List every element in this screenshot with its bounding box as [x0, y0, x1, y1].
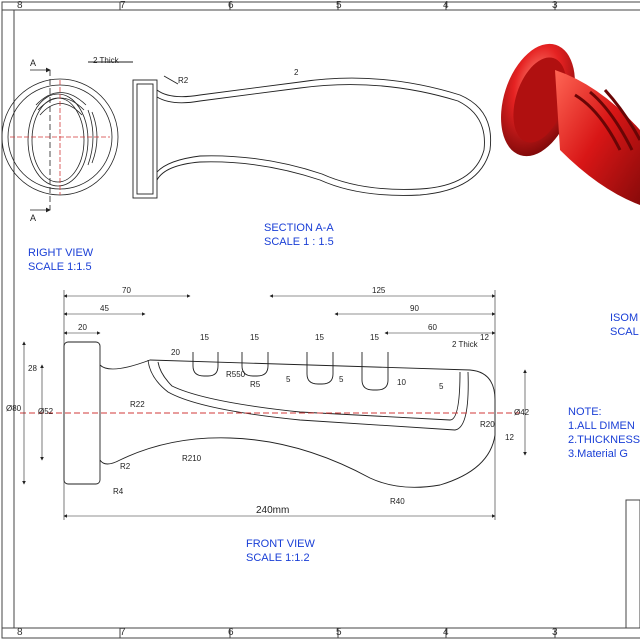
dim-20b: 20: [171, 348, 180, 357]
dim-r2: R2: [120, 462, 131, 471]
notes-title: NOTE:: [568, 406, 602, 418]
dim-section-wall: 2: [294, 68, 299, 77]
zone-top-6: 6: [228, 0, 234, 11]
dim-12b: 12: [505, 433, 514, 442]
zone-bottom-5: 5: [336, 627, 342, 638]
dim-total-length: 240mm: [256, 505, 290, 516]
zone-bottom-3: 3: [552, 627, 558, 638]
dim-r40: R40: [390, 497, 405, 506]
front-view-scale: SCALE 1:1.2: [246, 552, 310, 564]
dim-10: 10: [397, 378, 406, 387]
section-title: SECTION A-A: [264, 222, 334, 234]
note-item-1: 1.ALL DIMEN: [568, 420, 635, 432]
dim-15c: 15: [315, 333, 324, 342]
zone-top-5: 5: [336, 0, 342, 11]
zone-bottom-4: 4: [443, 627, 449, 638]
note-item-2: 2.THICKNESS: [568, 434, 640, 446]
section-scale: SCALE 1 : 1.5: [264, 236, 334, 248]
dim-45: 45: [100, 304, 109, 313]
dim-15a: 15: [200, 333, 209, 342]
dim-70: 70: [122, 286, 131, 295]
dim-80: Ø80: [6, 404, 22, 413]
dim-20a: 20: [78, 323, 87, 332]
dim-15b: 15: [250, 333, 259, 342]
zone-bottom-6: 6: [228, 627, 234, 638]
dim-r550: R550: [226, 370, 246, 379]
dim-28: 28: [28, 364, 37, 373]
zone-top-7: 7: [120, 0, 126, 11]
dim-52: Ø52: [38, 407, 54, 416]
dim-60: 60: [428, 323, 437, 332]
dim-2thick: 2 Thick: [452, 340, 478, 349]
dim-5c: 5: [439, 382, 444, 391]
dim-r20: R20: [480, 420, 495, 429]
zone-top-3: 3: [552, 0, 558, 11]
note-item-3: 3.Material G: [568, 448, 628, 460]
front-view: [20, 290, 527, 520]
section-marker-bottom: A: [30, 213, 37, 223]
isometric-render: [501, 43, 640, 205]
dim-r22: R22: [130, 400, 145, 409]
dim-section-r2: R2: [178, 76, 189, 85]
dim-r5: R5: [250, 380, 261, 389]
dim-15d: 15: [370, 333, 379, 342]
dim-42: Ø42: [514, 408, 530, 417]
isometric-scale: SCAL: [610, 326, 639, 338]
section-view: [88, 61, 492, 199]
section-marker-top: A: [30, 58, 37, 68]
zone-bottom-8: 8: [17, 627, 23, 638]
zone-bottom-7: 7: [120, 627, 126, 638]
isometric-title: ISOM: [610, 312, 639, 324]
dim-section-thick: 2 Thick: [93, 56, 119, 65]
right-view-title: RIGHT VIEW: [28, 247, 94, 259]
zone-top-8: 8: [17, 0, 23, 11]
right-view: [1, 67, 119, 213]
zone-top-4: 4: [443, 0, 449, 11]
dim-5a: 5: [286, 375, 291, 384]
dim-5b: 5: [339, 375, 344, 384]
dim-r210: R210: [182, 454, 202, 463]
dim-r4: R4: [113, 487, 124, 496]
dim-90: 90: [410, 304, 419, 313]
right-view-scale: SCALE 1:1.5: [28, 261, 92, 273]
dim-125: 125: [372, 286, 386, 295]
front-view-title: FRONT VIEW: [246, 538, 315, 550]
dim-12a: 12: [480, 333, 489, 342]
